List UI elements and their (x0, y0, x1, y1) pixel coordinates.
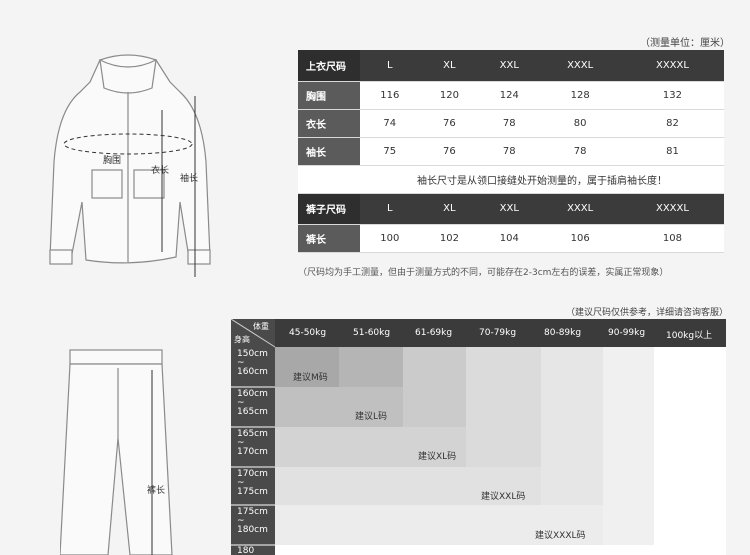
top-size-title: 上衣尺码 (298, 50, 360, 82)
height-from: 180 (237, 546, 255, 555)
cell: 128 (539, 81, 621, 110)
cell: 80 (539, 109, 621, 138)
chart-grid (231, 319, 726, 555)
cell: 120 (419, 81, 480, 110)
rec-label: 建议XXL码 (481, 492, 526, 502)
blank-cell (298, 165, 360, 194)
size-col: XXL (479, 50, 540, 82)
recommended-size-chart: 体重 身高 45-50kg 51-60kg 61-69kg 70-79kg 80… (231, 319, 726, 555)
corner-height: 身高 (234, 335, 250, 344)
height-row: 170cm ~ 175cm (237, 470, 268, 497)
weight-col: 70-79kg (479, 328, 517, 338)
cell: 106 (539, 224, 621, 253)
size-col: XL (419, 193, 480, 225)
height-sep: ~ (237, 438, 245, 448)
cell: 100 (360, 224, 420, 253)
measurement-footnote: （尺码均为手工测量，但由于测量方式的不同，可能存在2-3cm左右的误差，实属正常… (298, 268, 669, 278)
height-to: 160cm (237, 367, 268, 377)
size-col: XL (419, 50, 480, 82)
cell: 102 (419, 224, 480, 253)
size-col: XXXXL (620, 193, 724, 225)
rec-label: 建议L码 (355, 412, 388, 422)
cell: 75 (360, 137, 420, 166)
height-to: 175cm (237, 487, 268, 497)
row-label: 衣长 (298, 109, 360, 138)
corner-weight: 体重 (253, 322, 269, 331)
table-row: 衣长 74 76 78 80 82 (298, 109, 724, 138)
height-to: 180cm (237, 525, 268, 535)
row-label: 胸围 (298, 81, 360, 110)
row-label: 袖长 (298, 137, 360, 166)
unit-note: （测量单位：厘米） (640, 38, 730, 49)
height-from: 165cm (237, 429, 268, 439)
height-to: 165cm (237, 407, 268, 417)
pants-size-title: 裤子尺码 (298, 193, 360, 225)
weight-col: 80-89kg (544, 328, 582, 338)
sleeve-label: 袖长 (180, 174, 199, 184)
weight-col: 61-69kg (415, 328, 453, 338)
cell: 76 (419, 137, 480, 166)
top-size-header-row: 上衣尺码 L XL XXL XXXL XXXXL (298, 50, 724, 82)
height-row: 165cm ~ 170cm (237, 430, 268, 457)
height-from: 150cm (237, 349, 268, 359)
rec-label: 建议M码 (293, 373, 328, 383)
size-table: 上衣尺码 L XL XXL XXXL XXXXL 胸围 116 120 124 … (298, 50, 724, 253)
pants-size-header-row: 裤子尺码 L XL XXL XXXL XXXXL (298, 193, 724, 225)
height-sep: ~ (237, 478, 245, 488)
cell: 104 (479, 224, 540, 253)
height-row: 160cm ~ 165cm (237, 390, 268, 417)
chest-label: 胸围 (103, 156, 122, 166)
cell: 78 (539, 137, 621, 166)
table-row: 袖长尺寸是从领口接缝处开始测量的，属于插肩袖长度！ (298, 165, 724, 194)
rec-label: 建议XL码 (418, 452, 457, 462)
cell: 124 (479, 81, 540, 110)
cell: 76 (419, 109, 480, 138)
cell: 116 (360, 81, 420, 110)
length-label: 衣长 (151, 166, 170, 176)
weight-col: 45-50kg (289, 328, 327, 338)
table-row: 袖长 75 76 78 78 81 (298, 137, 724, 166)
size-col: L (360, 193, 420, 225)
jacket-illustration (49, 54, 211, 277)
size-col: XXXXL (620, 50, 724, 82)
height-from: 160cm (237, 389, 268, 399)
size-col: XXL (479, 193, 540, 225)
weight-col: 100kg以上 (666, 331, 713, 341)
recommendation-note: （建议尺码仅供参考，详细请咨询客服） (565, 308, 728, 318)
table-row: 裤长 100 102 104 106 108 (298, 224, 724, 253)
cell: 82 (620, 109, 724, 138)
height-from: 170cm (237, 469, 268, 479)
size-col: XXXL (539, 193, 621, 225)
cell: 78 (479, 109, 540, 138)
weight-col: 90-99kg (608, 328, 646, 338)
size-col: XXXL (539, 50, 621, 82)
pants-length-label: 裤长 (147, 486, 166, 496)
sleeve-note: 袖长尺寸是从领口接缝处开始测量的，属于插肩袖长度！ (360, 165, 724, 194)
pants-illustration (60, 349, 173, 555)
size-col: L (360, 50, 420, 82)
height-sep: ~ (237, 516, 245, 526)
height-row: 180 (237, 547, 254, 555)
cell: 108 (620, 224, 724, 253)
cell: 78 (479, 137, 540, 166)
weight-col: 51-60kg (353, 328, 391, 338)
row-label: 裤长 (298, 224, 360, 253)
cell: 132 (620, 81, 724, 110)
cell: 81 (620, 137, 724, 166)
rec-label: 建议XXXL码 (535, 531, 586, 541)
table-row: 胸围 116 120 124 128 132 (298, 81, 724, 110)
height-sep: ~ (237, 398, 245, 408)
cell: 74 (360, 109, 420, 138)
height-to: 170cm (237, 447, 268, 457)
height-from: 175cm (237, 507, 268, 517)
height-row: 150cm ~ 160cm (237, 350, 268, 377)
height-row: 175cm ~ 180cm (237, 508, 268, 535)
height-sep: ~ (237, 358, 245, 368)
